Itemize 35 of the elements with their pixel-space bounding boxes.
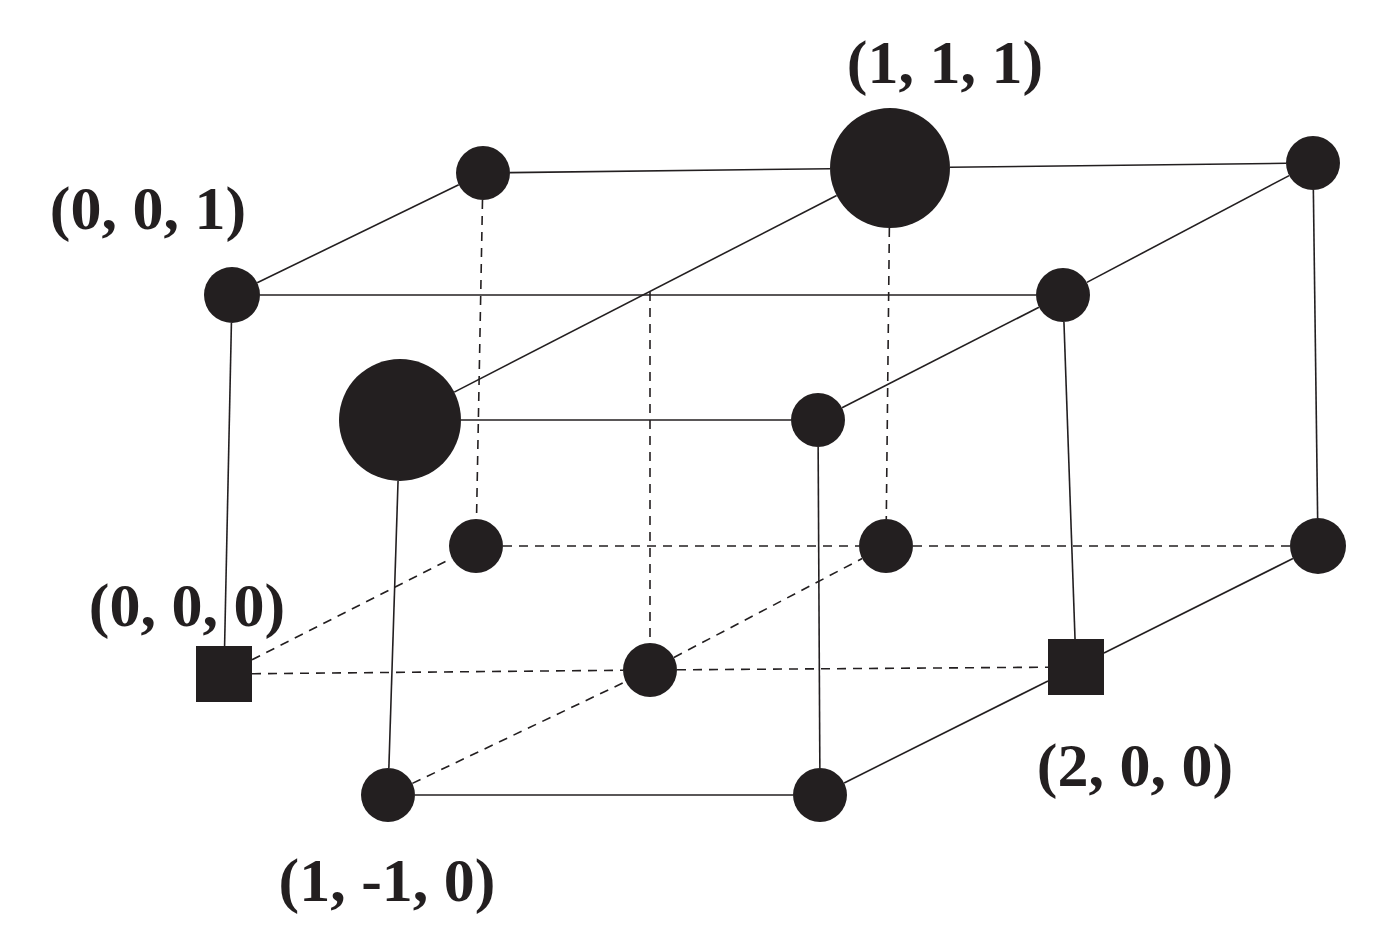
lattice-point [449, 519, 503, 573]
dashed-line [251, 669, 624, 675]
lattice-point [1290, 518, 1346, 574]
lattice-line [843, 680, 1049, 784]
lattice-line [841, 306, 1040, 409]
lattice-point [1286, 136, 1340, 190]
dashed-line [912, 545, 1291, 547]
lattice-line [1086, 174, 1290, 284]
lattice-line [453, 194, 838, 393]
dashed-line [673, 557, 863, 659]
lattice-line [1312, 189, 1319, 519]
lattice-line [1103, 557, 1294, 654]
square-marker [1048, 639, 1104, 695]
lattice-line [256, 184, 460, 284]
dashed-line [502, 545, 860, 547]
lattice-line [817, 446, 821, 769]
square-marker [196, 646, 252, 702]
lattice-point [623, 643, 677, 697]
lattice-line [388, 480, 399, 769]
lattice-point [361, 768, 415, 822]
lattice-point [791, 393, 845, 447]
lattice-point [859, 519, 913, 573]
lattice-point [1036, 268, 1090, 322]
dashed-line [885, 227, 891, 520]
lattice-point [793, 768, 847, 822]
lattice-line [259, 294, 1037, 296]
lattice-line [460, 419, 792, 421]
lattice-line [414, 794, 794, 796]
lattice-line [223, 322, 233, 647]
lattice-point [204, 267, 260, 323]
lattice-line [509, 167, 831, 174]
dashed-line [676, 666, 1049, 671]
lattice-line [1063, 321, 1076, 640]
lattice-point [456, 146, 510, 200]
lattice-line [949, 162, 1287, 169]
